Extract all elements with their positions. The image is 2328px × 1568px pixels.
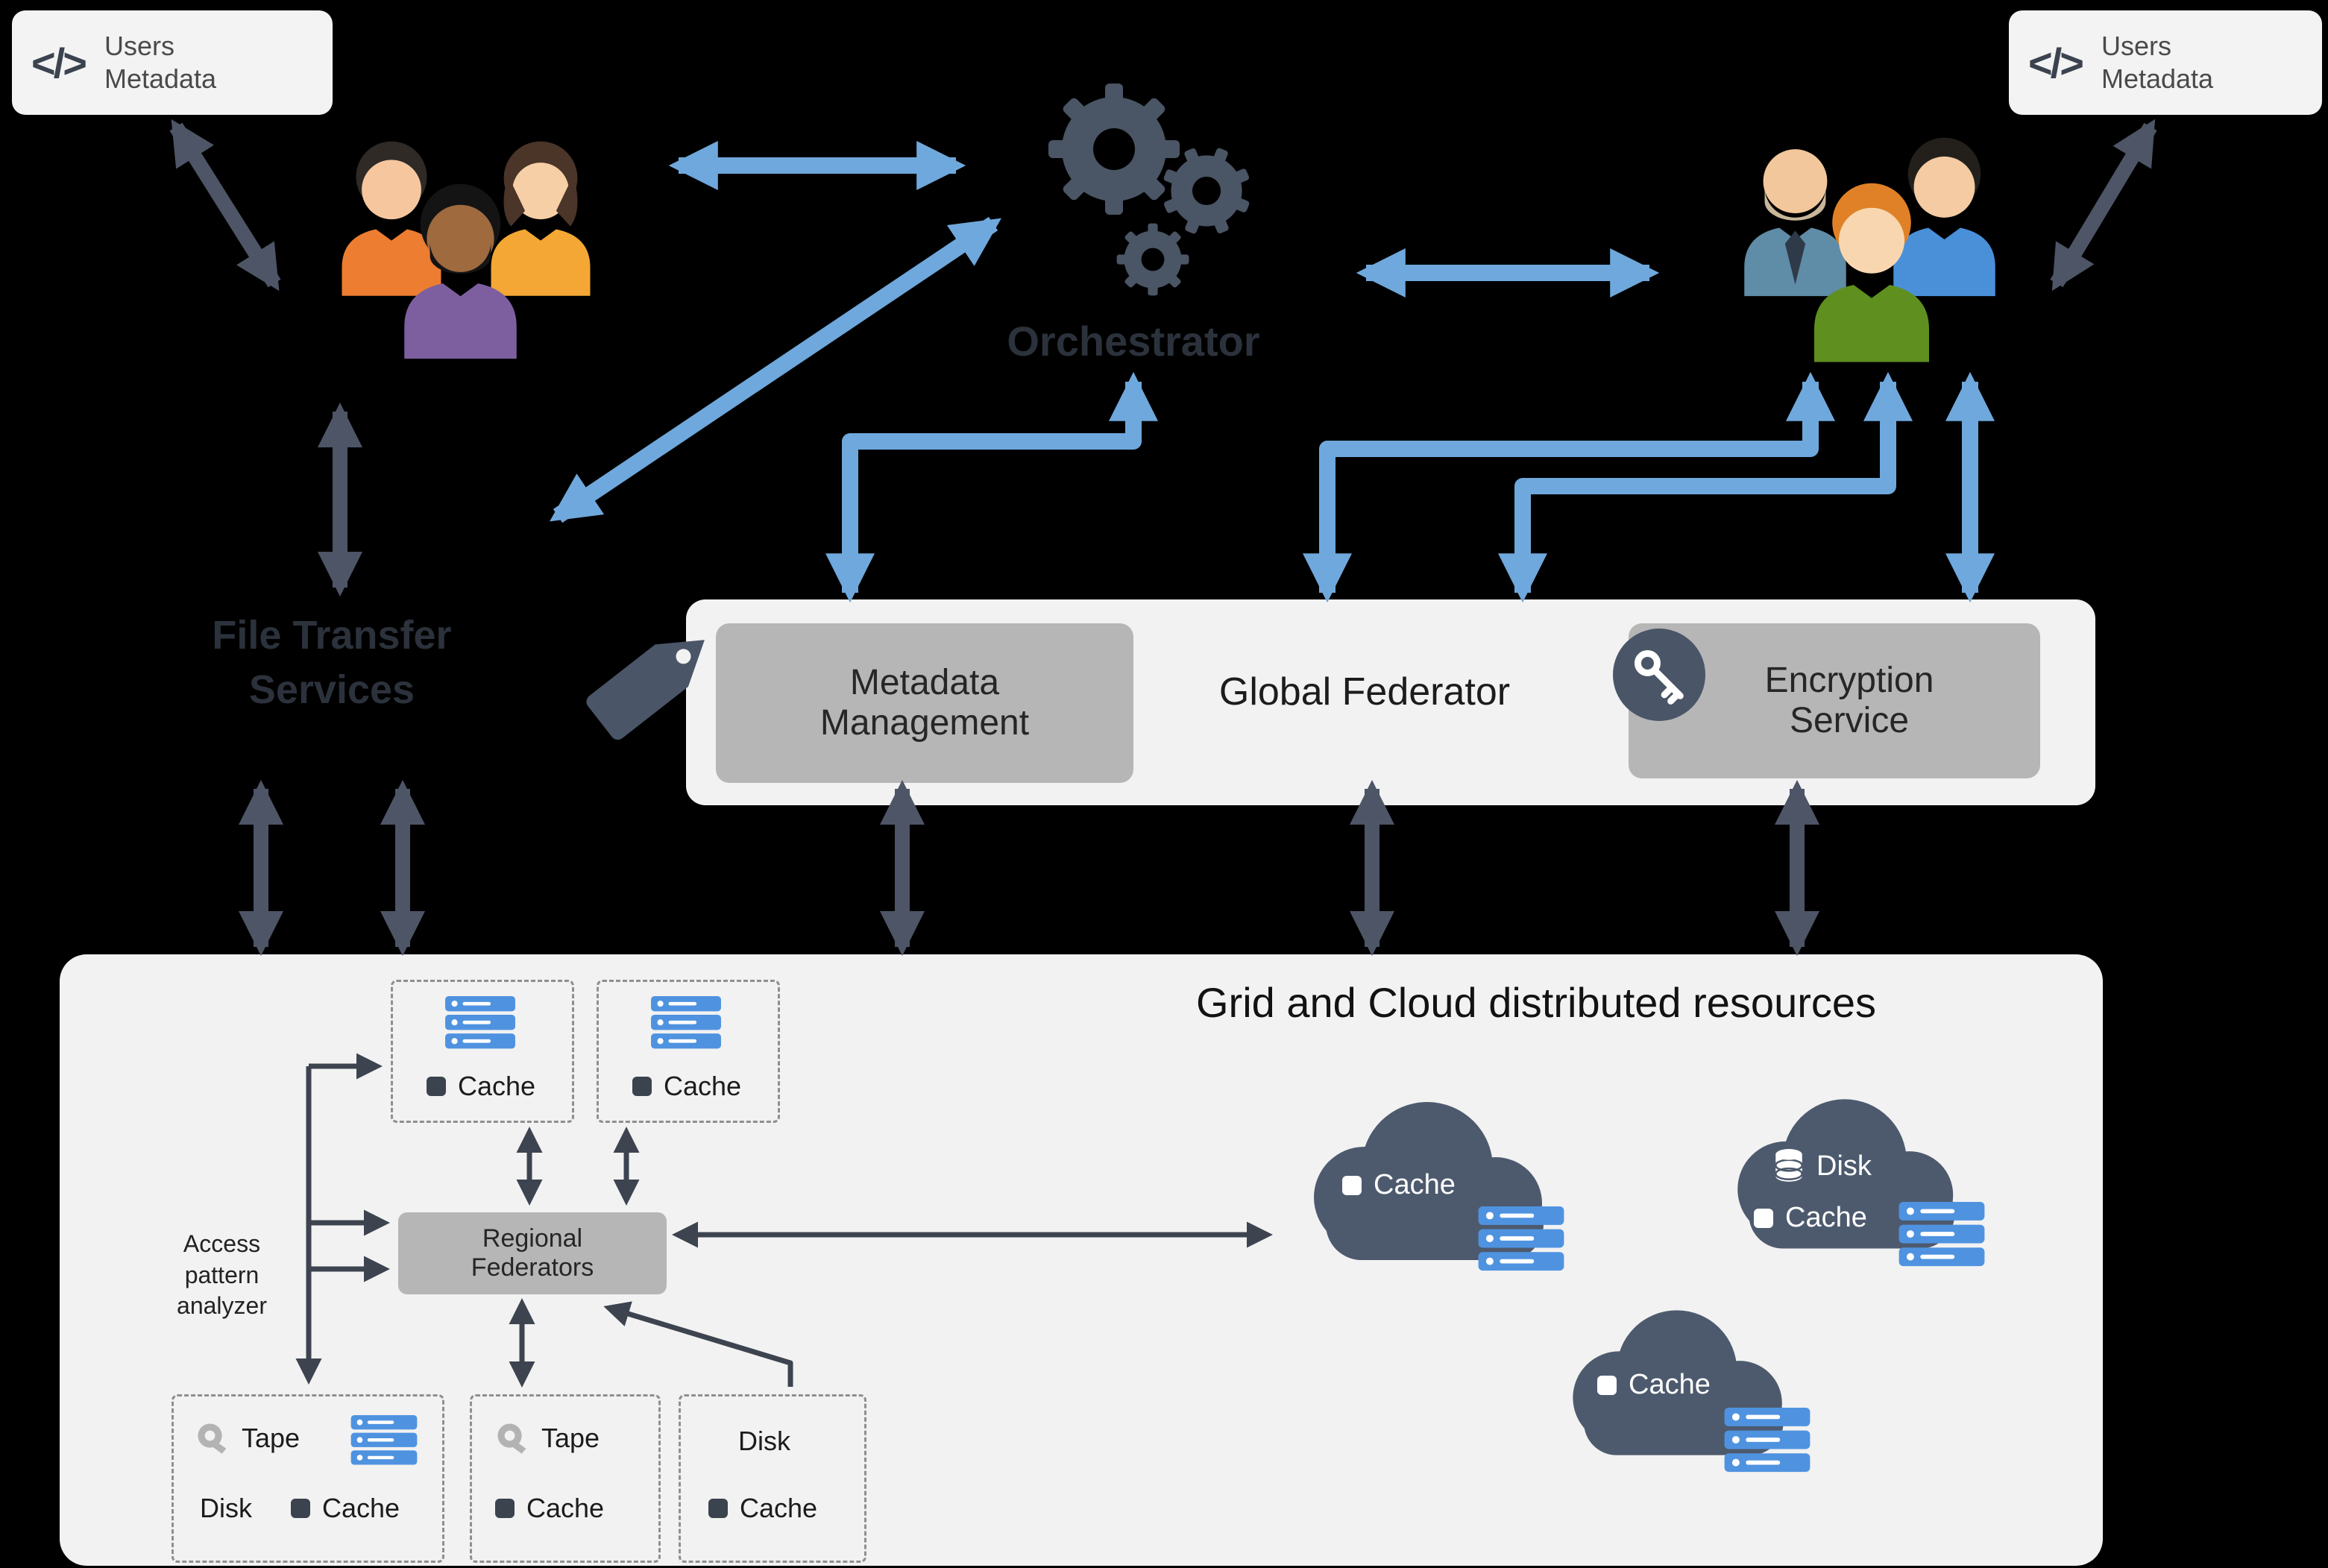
grid-cloud-title: Grid and Cloud distributed resources xyxy=(1195,979,1877,1026)
cloud-cache-row: Cache xyxy=(1597,1369,1711,1401)
server-stack-icon xyxy=(1478,1206,1564,1272)
server-stack-icon xyxy=(650,996,722,1050)
server-stack-icon xyxy=(1898,1202,1985,1268)
arrow-orchestrator-metadata xyxy=(825,371,1158,603)
file-transfer-line1: File Transfer xyxy=(212,613,452,658)
user-icon xyxy=(1744,149,1846,297)
analyzer-line1: Access xyxy=(183,1230,261,1257)
metadata-management-box: Metadata Management xyxy=(716,623,1133,783)
badge-right-line2: Metadata xyxy=(2101,63,2214,94)
cache-icon xyxy=(1597,1375,1617,1395)
orchestrator-label: Orchestrator xyxy=(1007,318,1260,365)
arrow-federator-right-users-2 xyxy=(1498,371,1913,603)
cache-icon xyxy=(1342,1175,1362,1195)
tape-label: Tape xyxy=(242,1423,301,1453)
storage-box-tape-cache xyxy=(470,1394,661,1563)
server-stack-icon xyxy=(444,996,516,1050)
tape-icon xyxy=(195,1421,230,1455)
regional-federators-line2: Federators xyxy=(471,1253,594,1282)
storage-box-disk-cache xyxy=(679,1394,866,1563)
tape-label: Tape xyxy=(541,1423,600,1453)
cache-node-box-1 xyxy=(391,980,574,1123)
tag-icon xyxy=(586,640,705,740)
analyzer-line2: pattern xyxy=(184,1261,259,1288)
cache-label: Cache xyxy=(1785,1202,1867,1233)
cache-label: Cache xyxy=(740,1493,818,1523)
cache-icon xyxy=(495,1499,515,1518)
arrow-badge-right-users xyxy=(2050,119,2157,292)
key-icon xyxy=(1613,629,1705,721)
code-icon: </> xyxy=(31,39,87,86)
arrow-badge-left-users xyxy=(169,119,281,292)
disk-label: Disk xyxy=(1816,1150,1872,1182)
cache-node-box-2 xyxy=(597,980,780,1123)
cache-row: Cache xyxy=(708,1493,817,1524)
badge-right-line1: Users xyxy=(2101,31,2171,62)
disk-label: Disk xyxy=(200,1493,252,1523)
encryption-service-line2: Service xyxy=(1789,701,1910,740)
cache-row: Cache xyxy=(623,1071,750,1102)
cache-label: Cache xyxy=(1629,1369,1711,1400)
disk-label: Disk xyxy=(738,1426,790,1456)
arrow-federator-right-users-1 xyxy=(1303,371,1835,603)
user-icon xyxy=(1893,137,1995,297)
cache-icon xyxy=(426,1077,446,1096)
tape-icon xyxy=(495,1421,529,1455)
metadata-management-line1: Metadata xyxy=(849,663,1000,703)
code-icon: </> xyxy=(2028,39,2084,86)
cloud-cache-row: Cache xyxy=(1342,1169,1456,1201)
regional-federators-box: Regional Federators xyxy=(398,1212,667,1294)
user-icon xyxy=(404,183,517,359)
cache-label: Cache xyxy=(526,1493,605,1523)
regional-federators-line1: Regional xyxy=(482,1224,583,1253)
cache-icon xyxy=(708,1499,728,1518)
cache-label: Cache xyxy=(663,1071,742,1101)
access-pattern-analyzer-label: Access pattern analyzer xyxy=(149,1229,295,1322)
cloud-disk-row: Disk xyxy=(1773,1148,1872,1184)
file-transfer-services-label: File Transfer Services xyxy=(172,608,492,717)
cache-row: Cache xyxy=(291,1493,400,1524)
encryption-service-line1: Encryption xyxy=(1764,661,1934,701)
cache-label: Cache xyxy=(322,1493,400,1523)
cache-icon xyxy=(632,1077,652,1096)
metadata-management-line2: Management xyxy=(819,703,1030,743)
cloud-cache-row: Cache xyxy=(1754,1202,1867,1234)
arrow-orchestrator-file-transfer xyxy=(550,216,1001,523)
orchestrator-gears-icon xyxy=(1048,84,1250,296)
server-stack-icon xyxy=(350,1415,418,1466)
analyzer-line3: analyzer xyxy=(177,1292,267,1320)
users-metadata-badge-left: </> Users Metadata xyxy=(12,10,333,115)
cache-icon xyxy=(1754,1208,1773,1228)
server-stack-icon xyxy=(1724,1408,1811,1473)
badge-left-line2: Metadata xyxy=(104,63,217,94)
cache-label: Cache xyxy=(457,1071,536,1101)
badge-left-line1: Users xyxy=(104,31,174,62)
user-icon xyxy=(342,141,441,296)
tape-row: Tape xyxy=(495,1421,600,1455)
disk-icon xyxy=(1773,1148,1805,1184)
tape-row: Tape xyxy=(195,1421,300,1455)
disk-row: Disk xyxy=(738,1426,790,1457)
cache-row: Cache xyxy=(418,1071,544,1102)
cache-label: Cache xyxy=(1374,1169,1456,1200)
cache-row: Cache xyxy=(495,1493,604,1524)
cache-icon xyxy=(291,1499,310,1518)
storage-box-tape-disk-cache xyxy=(172,1394,444,1563)
file-transfer-line2: Services xyxy=(248,667,415,712)
global-federator-title: Global Federator xyxy=(1218,670,1511,714)
disk-row: Disk xyxy=(200,1493,252,1524)
user-icon xyxy=(1814,183,1929,362)
users-metadata-badge-right: </> Users Metadata xyxy=(2009,10,2322,115)
